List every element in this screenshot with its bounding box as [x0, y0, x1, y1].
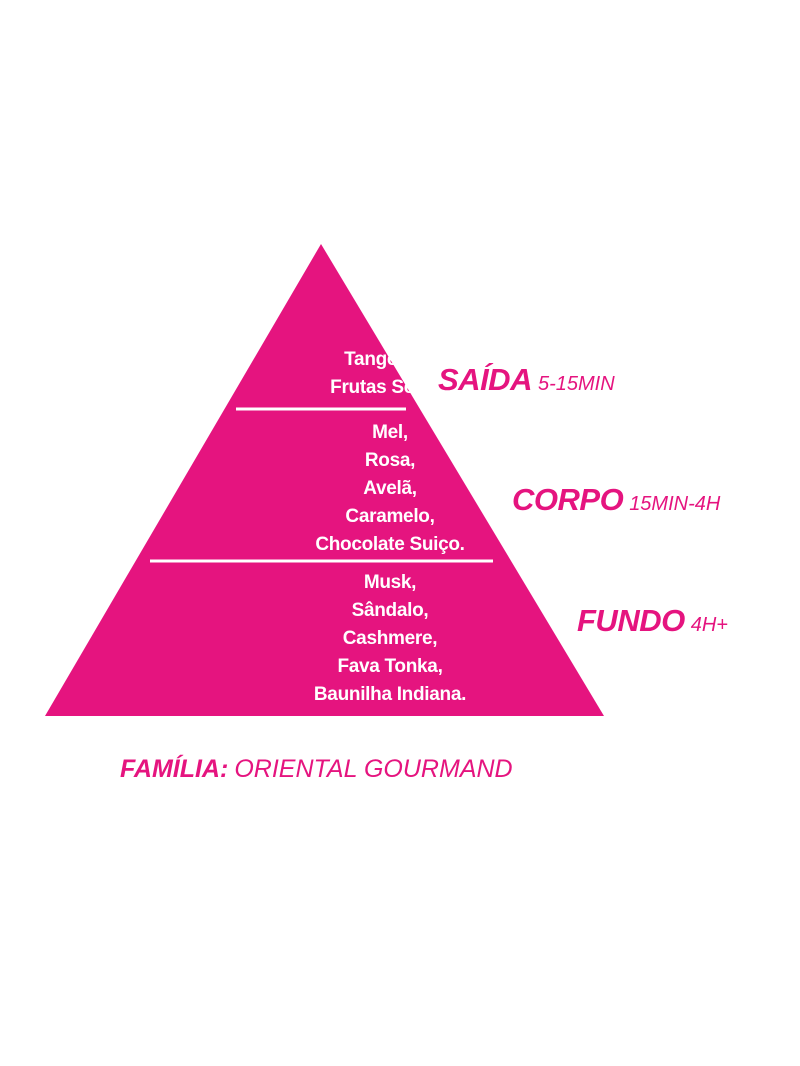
- note-item: Baunilha Indiana.: [313, 684, 467, 705]
- notes-fundo: Musk, Sândalo, Cashmere, Fava Tonka, Bau…: [0, 569, 790, 709]
- note-item: Fava Tonka,: [337, 656, 443, 677]
- note-item: Tangerina,: [344, 349, 436, 370]
- notes-saida: Tangerina, Frutas Secas.: [0, 346, 790, 402]
- tier-duration: 15MIN-4H: [629, 493, 721, 515]
- note-item: Frutas Secas.: [330, 377, 450, 398]
- note-item: Sândalo,: [351, 600, 429, 621]
- note-item: Avelã,: [363, 478, 417, 499]
- family-line: FAMÍLIA:ORIENTAL GOURMAND: [120, 755, 513, 784]
- pyramid-shape: [45, 244, 604, 716]
- notes-corpo: Mel, Rosa, Avelã, Caramelo, Chocolate Su…: [0, 419, 790, 559]
- note-item: Rosa,: [364, 450, 416, 471]
- tier-name: CORPO: [512, 482, 624, 517]
- tier-duration: 5-15MIN: [537, 373, 615, 395]
- tier-name: SAÍDA: [438, 362, 532, 397]
- family-value: ORIENTAL GOURMAND: [234, 755, 513, 783]
- note-item: Musk,: [363, 572, 417, 593]
- family-label: FAMÍLIA:: [120, 755, 229, 783]
- note-item: Mel,: [372, 422, 408, 443]
- tier-duration: 4H+: [690, 614, 728, 636]
- tier-name: FUNDO: [577, 603, 685, 638]
- note-item: Cashmere,: [342, 628, 438, 649]
- note-item: Caramelo,: [345, 506, 435, 527]
- note-item: Chocolate Suiço.: [315, 534, 465, 555]
